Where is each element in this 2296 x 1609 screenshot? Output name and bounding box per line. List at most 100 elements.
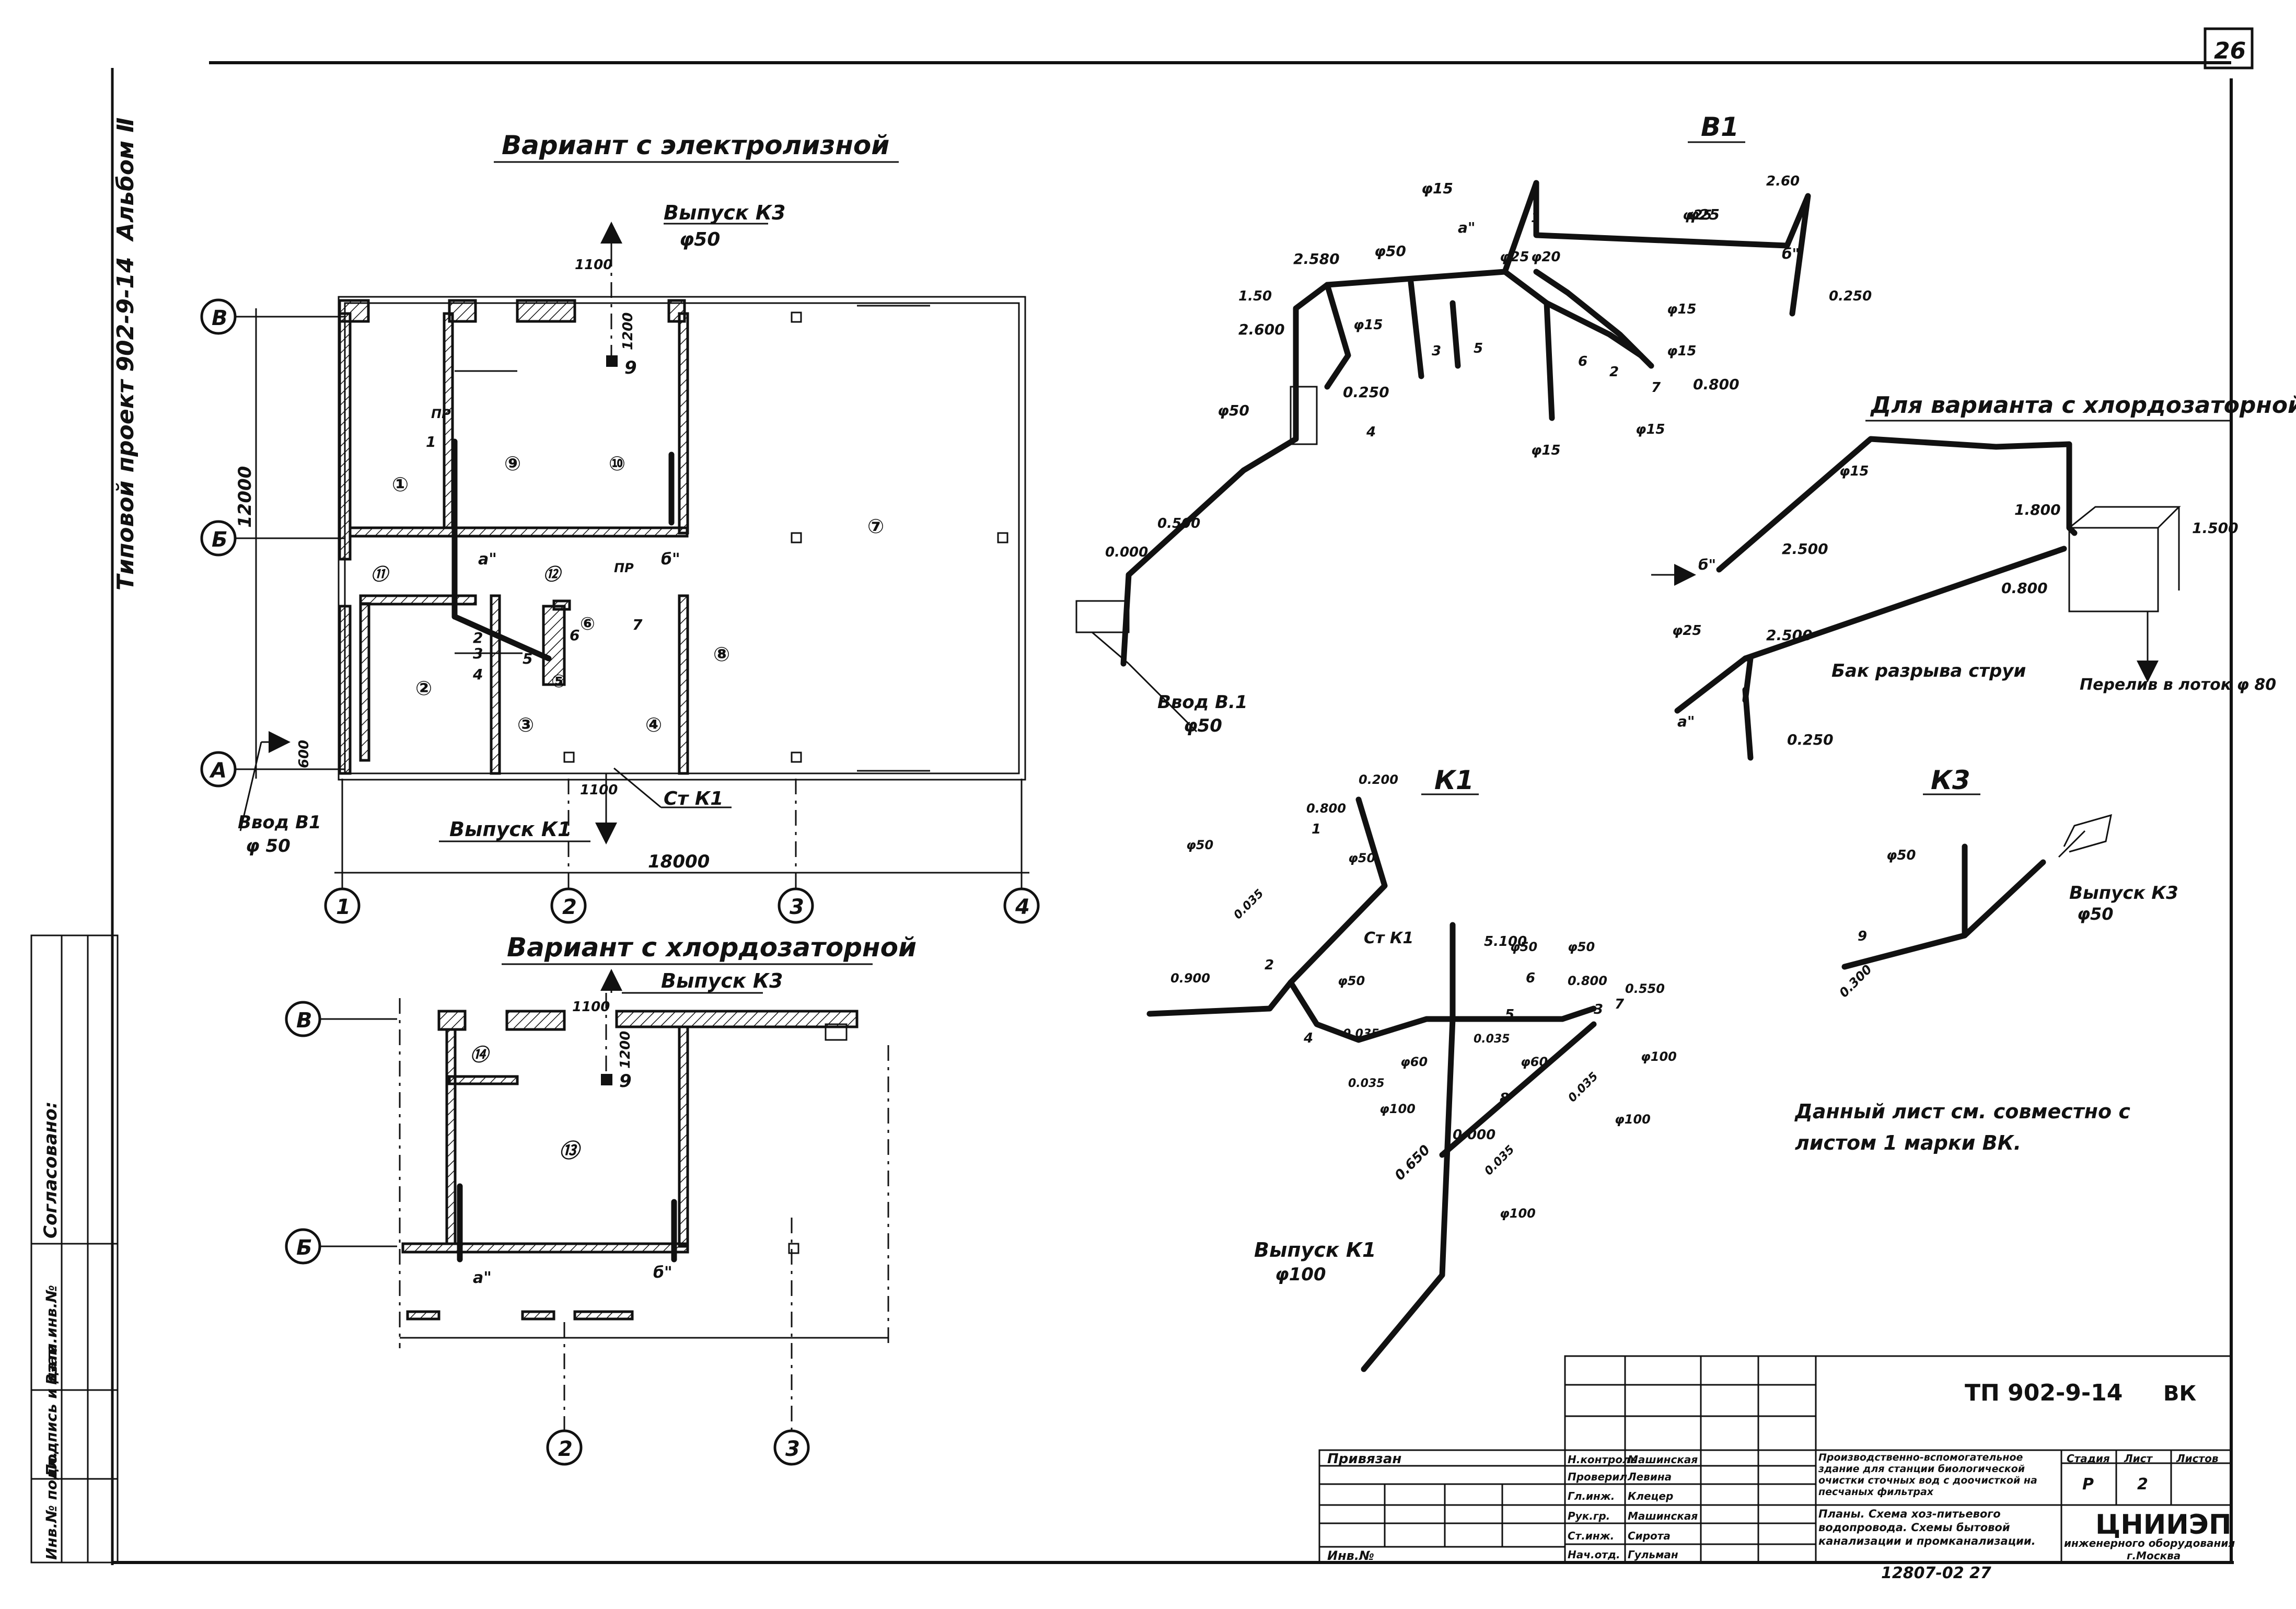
mark-b-2: б": [653, 1264, 672, 1282]
mark-a: а": [478, 550, 497, 569]
axis-1: [324, 887, 361, 924]
svg-text:φ60: φ60: [1521, 1055, 1548, 1069]
svg-text:6: 6: [1578, 354, 1587, 369]
svg-text:Лист: Лист: [2124, 1452, 2153, 1465]
svg-text:φ60: φ60: [1400, 1055, 1428, 1069]
outlet-k3-label: Выпуск К3: [664, 201, 785, 224]
svg-text:0.550: 0.550: [1625, 981, 1665, 996]
svg-text:0.800: 0.800: [1306, 801, 1346, 816]
svg-text:2: 2: [558, 1437, 573, 1461]
svg-text:Р: Р: [2082, 1475, 2094, 1494]
riser-k1-label: Ст К1: [664, 788, 723, 809]
svg-text:5: 5: [1505, 1007, 1514, 1023]
svg-text:2.600: 2.600: [1238, 321, 1285, 338]
svg-text:Клецер: Клецер: [1628, 1490, 1673, 1502]
svg-text:φ15: φ15: [1421, 180, 1453, 197]
tb-archive: 12807-02 27: [1881, 1564, 1991, 1582]
svg-text:3: 3: [1432, 343, 1441, 359]
svg-text:0.800: 0.800: [1568, 974, 1607, 988]
svg-text:б": б": [1782, 245, 1800, 262]
svg-text:0.250: 0.250: [1343, 384, 1389, 401]
mark-7: 7: [632, 616, 643, 633]
svg-text:7: 7: [1615, 997, 1625, 1012]
scheme-k1-title: К1: [1434, 765, 1474, 795]
svg-text:1.500: 1.500: [2192, 519, 2239, 537]
room-11: ⑪: [371, 564, 390, 584]
svg-text:А: А: [209, 759, 227, 783]
room-1: ①: [392, 473, 409, 496]
dim-1100-top: 1100: [575, 257, 612, 273]
svg-text:Машинская: Машинская: [1628, 1453, 1698, 1466]
mark-4: 4: [472, 666, 483, 683]
svg-text:2: 2: [1609, 364, 1619, 380]
scheme-chlor-overflow: Перелив в лоток φ 80: [2080, 676, 2276, 694]
room-13: ⑬: [559, 1139, 582, 1162]
svg-text:8: 8: [1500, 1091, 1509, 1106]
mark-5: 5: [523, 650, 532, 667]
tb-code: ТП 902-9-14: [1965, 1380, 2123, 1406]
svg-text:а": а": [1458, 219, 1475, 236]
mark-pr-2: ПР: [614, 561, 634, 575]
room-4: ④: [645, 713, 662, 736]
axis-2: [550, 887, 587, 924]
dim-600: 600: [296, 740, 312, 768]
svg-text:3: 3: [790, 895, 804, 919]
room-12: ⑫: [543, 564, 563, 584]
svg-text:0.800: 0.800: [1693, 376, 1740, 393]
tb-city: г.Москва: [2127, 1549, 2181, 1562]
mark-6: 6: [570, 627, 579, 644]
scheme-k3-title: К3: [1931, 765, 1970, 795]
mark-1: 1: [426, 433, 436, 450]
svg-text:φ50: φ50: [1186, 838, 1213, 852]
dim-18000: 18000: [648, 851, 710, 872]
dim-1100-2: 1100: [572, 999, 610, 1015]
svg-text:5.100: 5.100: [1484, 934, 1527, 950]
svg-text:0.035: 0.035: [1566, 1070, 1601, 1105]
svg-text:2: 2: [562, 895, 577, 919]
outlet-k3-label-2: Выпуск К3: [661, 969, 783, 992]
title-block: ТП 902-9-14 ВК Привязан Инв.№ Н.контроль…: [1318, 1355, 2235, 1582]
svg-text:2.60: 2.60: [1766, 173, 1800, 189]
svg-text:φ15: φ15: [1667, 343, 1697, 359]
scheme-v1-title: В1: [1701, 112, 1739, 142]
note-line-2: листом 1 марки ВК.: [1795, 1131, 2021, 1154]
svg-text:φ25: φ25: [1672, 623, 1702, 639]
stamp-replace-inv: Взам.инв.№: [43, 1285, 60, 1385]
svg-text:φ15: φ15: [1636, 422, 1665, 437]
sheet-number-box: [2204, 27, 2254, 70]
break-tank: [2068, 527, 2159, 612]
dim-1200-top: 1200: [620, 312, 636, 350]
room-14: ⑭: [470, 1045, 491, 1066]
svg-text:φ50: φ50: [1217, 402, 1249, 419]
tb-privyazan: Привязан: [1327, 1451, 1401, 1467]
tb-mark: ВК: [2163, 1382, 2196, 1406]
svg-text:1.800: 1.800: [2014, 501, 2061, 518]
svg-text:2.500: 2.500: [1782, 540, 1828, 558]
svg-text:0.035: 0.035: [1232, 887, 1267, 922]
svg-text:3: 3: [785, 1437, 800, 1461]
svg-text:0.250: 0.250: [1829, 288, 1872, 304]
svg-text:6: 6: [1526, 970, 1535, 986]
svg-text:φ15: φ15: [1667, 302, 1697, 317]
scheme-chlor-tank: Бак разрыва струи: [1831, 661, 2026, 681]
inlet-v1-label: Ввод В1: [238, 812, 321, 833]
left-approval-stamp: Согласовано: Инв.№ подл. Подпись и дата …: [30, 934, 119, 1564]
room-3: ③: [517, 713, 534, 736]
svg-text:7: 7: [1651, 380, 1661, 396]
plan1-title: Вариант с электролизной: [502, 130, 889, 160]
mark-b: б": [661, 550, 680, 569]
scheme-k1-outlet: Выпуск К1: [1254, 1238, 1376, 1261]
svg-text:φ50: φ50: [1348, 851, 1375, 865]
mark-3: 3: [473, 645, 483, 662]
scheme-k1-outlet-dia: φ100: [1275, 1264, 1326, 1285]
svg-text:φ50: φ50: [1568, 940, 1595, 954]
svg-text:Машинская: Машинская: [1628, 1510, 1698, 1522]
sheet-number: 26: [2214, 38, 2246, 64]
svg-text:0.035: 0.035: [1474, 1033, 1510, 1046]
dim-1200-2: 1200: [618, 1031, 633, 1069]
svg-text:Н.контроль: Н.контроль: [1568, 1453, 1637, 1466]
svg-text:φ15: φ15: [1353, 317, 1383, 333]
axis-4: [1003, 887, 1040, 924]
svg-text:0.035: 0.035: [1482, 1143, 1517, 1178]
stamp-inv-no: Инв.№ подл.: [43, 1452, 60, 1560]
